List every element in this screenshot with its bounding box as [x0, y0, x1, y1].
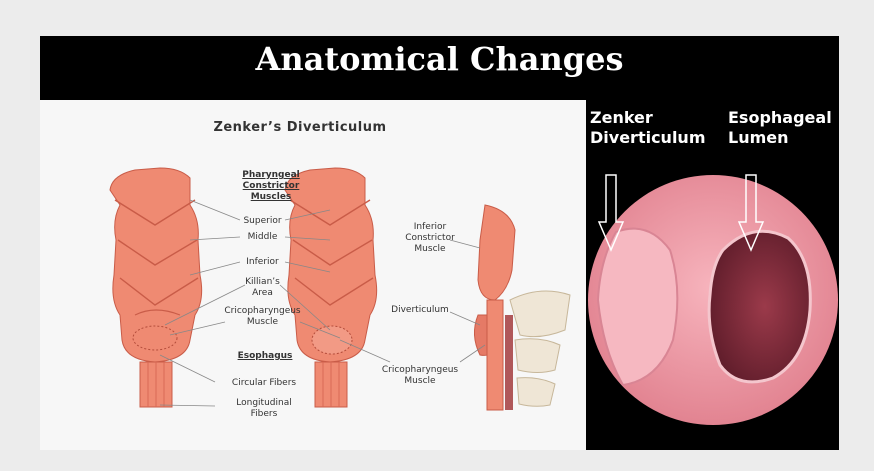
pharyngeal-heading: Pharyngeal Constrictor Muscles — [231, 170, 311, 203]
lateral-view-figure — [474, 205, 570, 410]
label-superior: Superior — [240, 216, 285, 227]
label-middle: Middle — [240, 232, 285, 243]
label-zenker-diverticulum: Zenker Diverticulum — [590, 108, 706, 148]
label-diverticulum: Diverticulum — [385, 305, 455, 316]
label-cricopharyngeus-right: Cricopharyngeus Muscle — [375, 365, 465, 387]
endoscopic-view-panel: Zenker Diverticulum Esophageal Lumen — [588, 100, 839, 450]
label-longitudinal-fibers: Longitudinal Fibers — [218, 398, 310, 420]
pharynx-left-figure — [110, 168, 202, 407]
anatomy-illustration — [40, 100, 586, 450]
label-circular-fibers: Circular Fibers — [218, 378, 310, 389]
slide: Anatomical Changes Zenker’s Diverticulum — [40, 36, 839, 450]
label-killians-area: Killian’s Area — [235, 277, 290, 299]
pharynx-middle-figure — [285, 168, 377, 407]
label-esophageal-lumen: Esophageal Lumen — [728, 108, 832, 148]
label-cricopharyngeus: Cricopharyngeus Muscle — [220, 306, 305, 328]
esophageal-lumen — [709, 231, 810, 382]
endoscopic-view — [588, 100, 839, 450]
label-inferior-constrictor: Inferior Constrictor Muscle — [400, 222, 460, 255]
label-inferior: Inferior — [240, 257, 285, 268]
label-esophagus: Esophagus — [230, 351, 300, 362]
slide-title: Anatomical Changes — [40, 38, 839, 98]
zenker-diagram-panel: Zenker’s Diverticulum — [40, 100, 586, 450]
